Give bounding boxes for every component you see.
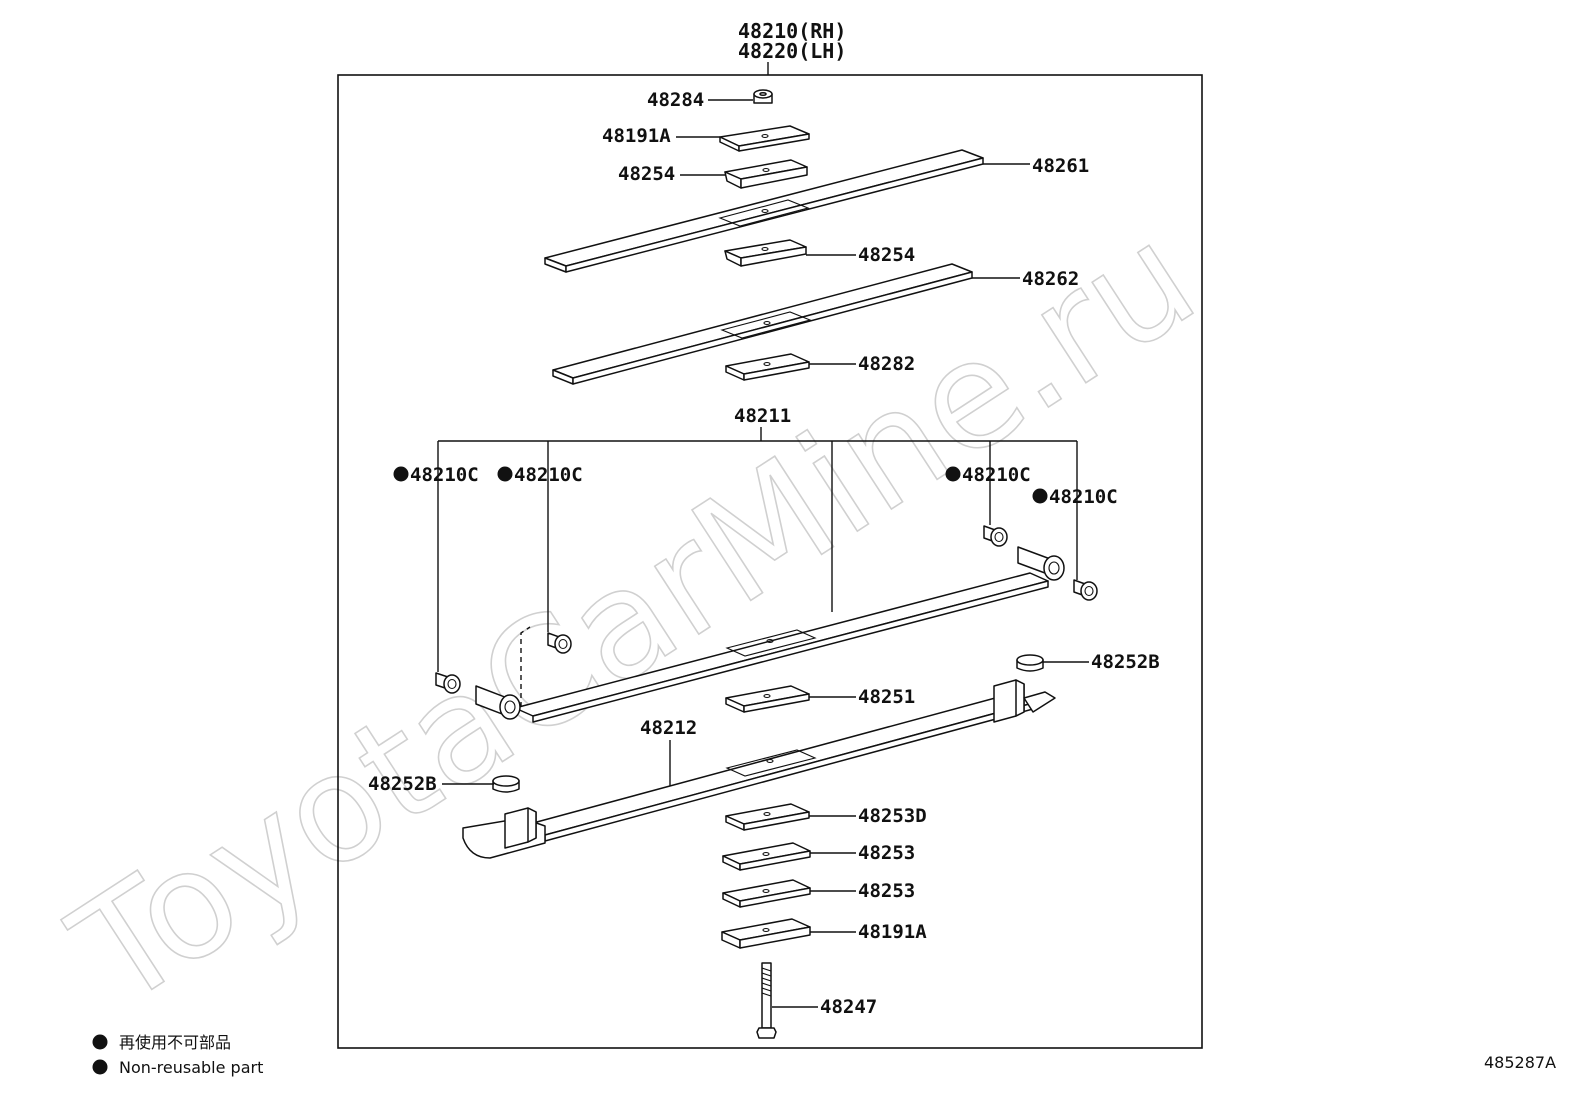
- diagram-code: 485287A: [1484, 1053, 1556, 1072]
- label-48254-mid[interactable]: 48254: [858, 244, 915, 266]
- plate-48253-a[interactable]: [722, 842, 811, 871]
- plate-48191a-top[interactable]: [719, 125, 810, 152]
- legend-marker-icon: [92, 1059, 108, 1075]
- label-48262[interactable]: 48262: [1022, 268, 1079, 290]
- plate-48191a-bottom[interactable]: [721, 918, 811, 949]
- cap-48252b-left[interactable]: [492, 775, 520, 793]
- spacer-48254-top[interactable]: [724, 159, 808, 189]
- label-bush1[interactable]: 48210C: [410, 464, 479, 486]
- label-48211[interactable]: 48211: [734, 405, 791, 427]
- plate-48253d[interactable]: [725, 803, 810, 831]
- non-reusable-marker-icon: [393, 466, 409, 482]
- label-48251[interactable]: 48251: [858, 686, 915, 708]
- label-48284[interactable]: 48284: [647, 89, 704, 111]
- leaf-spring-48262[interactable]: [552, 263, 973, 385]
- legend-text-ja: 再使用不可部品: [119, 1033, 231, 1052]
- non-reusable-marker-icon: [945, 466, 961, 482]
- nut-48284[interactable]: [753, 89, 773, 104]
- bushing-48210c-4-icon[interactable]: [1073, 579, 1098, 601]
- spacer-48254-mid[interactable]: [724, 239, 807, 267]
- legend-text-en: Non-reusable part: [119, 1058, 263, 1077]
- watermark: ToyotaCarMine.ru: [45, 191, 1224, 1040]
- label-48212[interactable]: 48212: [640, 717, 697, 739]
- label-48253d[interactable]: 48253D: [858, 805, 927, 827]
- cap-48252b-right[interactable]: [1016, 654, 1044, 672]
- label-bush2[interactable]: 48210C: [514, 464, 583, 486]
- legend-marker-icon: [92, 1034, 108, 1050]
- label-48252b-right[interactable]: 48252B: [1091, 651, 1160, 673]
- label-48252b-left[interactable]: 48252B: [368, 773, 437, 795]
- bolt-48247[interactable]: [756, 962, 777, 1039]
- bushing-48210c-2-icon[interactable]: [547, 632, 572, 654]
- label-48253-b[interactable]: 48253: [858, 880, 915, 902]
- label-48254-top[interactable]: 48254: [618, 163, 675, 185]
- bushing-48210c-1-icon[interactable]: [435, 672, 461, 694]
- non-reusable-marker-icon: [1032, 488, 1048, 504]
- label-bush3[interactable]: 48210C: [962, 464, 1031, 486]
- leaf-spring-48261[interactable]: [544, 149, 984, 273]
- leaf-end-dashed-guide: [520, 626, 531, 707]
- assembly-frame: [337, 74, 1203, 1049]
- label-48191a-top[interactable]: 48191A: [602, 125, 671, 147]
- non-reusable-marker-icon: [497, 466, 513, 482]
- lower-leaf-48212[interactable]: [462, 679, 1056, 859]
- label-48191a-bottom[interactable]: 48191A: [858, 921, 927, 943]
- label-48261[interactable]: 48261: [1032, 155, 1089, 177]
- label-48282[interactable]: 48282: [858, 353, 915, 375]
- main-leaf-48211[interactable]: [475, 546, 1065, 723]
- label-bush4[interactable]: 48210C: [1049, 486, 1118, 508]
- plate-48253-b[interactable]: [722, 879, 811, 908]
- label-48247[interactable]: 48247: [820, 996, 877, 1018]
- assembly-number-rh[interactable]: 48210(RH): [738, 19, 846, 43]
- plate-48282[interactable]: [725, 353, 810, 381]
- plate-48251[interactable]: [725, 685, 810, 713]
- label-48253-a[interactable]: 48253: [858, 842, 915, 864]
- assembly-number-lh[interactable]: 48220(LH): [738, 39, 846, 63]
- bushing-48210c-3-icon[interactable]: [983, 525, 1008, 547]
